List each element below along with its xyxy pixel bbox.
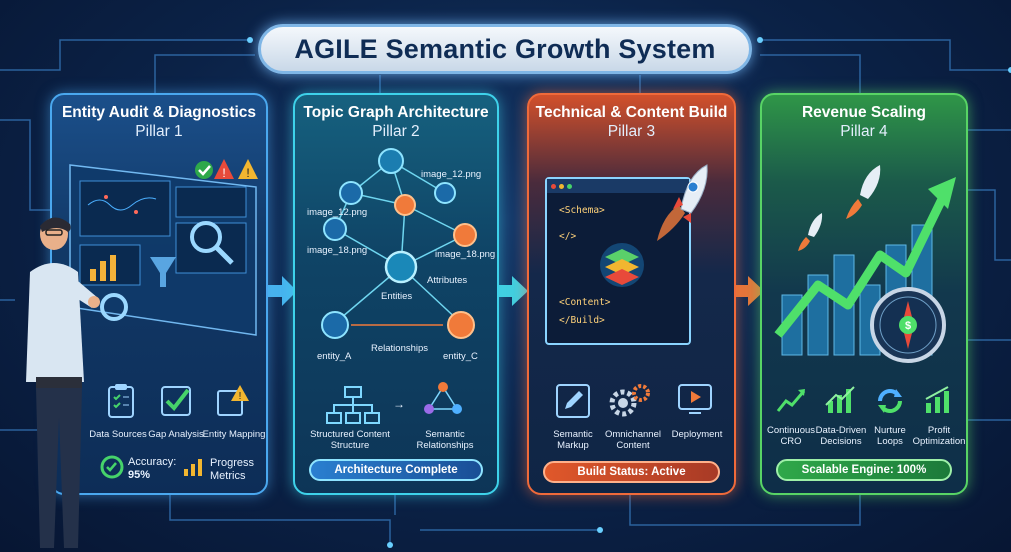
pillar-2-subtitle: Pillar 2 bbox=[372, 123, 420, 140]
graph-entity-a-label: entity_A bbox=[317, 351, 352, 362]
progress-metrics-label: Progress Metrics bbox=[210, 457, 255, 482]
hierarchy-icon bbox=[326, 386, 380, 424]
pillar-1-subtitle: Pillar 1 bbox=[135, 123, 183, 140]
system-title-banner: AGILE Semantic Growth System bbox=[258, 24, 752, 74]
svg-text:$: $ bbox=[905, 320, 911, 332]
pillar-1-header: Entity Audit & Diagnostics Pillar 1 bbox=[52, 103, 266, 141]
trend-icon bbox=[776, 389, 806, 412]
window-dot-icon bbox=[559, 183, 564, 189]
semantic-relationships-label: Semantic Relationships bbox=[416, 429, 474, 451]
svg-text:!: ! bbox=[222, 166, 225, 180]
code-build: </Build> bbox=[559, 315, 605, 326]
architecture-status-bar: Architecture Complete bbox=[309, 459, 483, 481]
pillar-3-subtitle: Pillar 3 bbox=[607, 123, 656, 140]
gears-icon bbox=[609, 384, 650, 417]
pillar-4-header: Revenue Scaling Pillar 4 bbox=[762, 103, 966, 141]
omnichannel-content-label: Omnichannel Content bbox=[605, 429, 661, 451]
pillar-2-header: Topic Graph Architecture Pillar 2 bbox=[295, 103, 497, 141]
topic-graph-diagram bbox=[321, 148, 477, 339]
editor-titlebar bbox=[547, 179, 689, 193]
checkmark-icon bbox=[161, 386, 191, 416]
code-schema: <Schema> bbox=[559, 205, 605, 216]
cycle-icon bbox=[878, 389, 902, 413]
code-tag: </> bbox=[559, 231, 577, 242]
pillar-2-topic-graph: Topic Graph Architecture Pillar 2 image_… bbox=[293, 93, 499, 495]
bar-chart-icon bbox=[825, 386, 855, 413]
accuracy-value: 95% bbox=[128, 469, 151, 481]
flow-arrow: → bbox=[393, 397, 405, 411]
profit-optimization-label: Profit Optimization bbox=[912, 425, 966, 447]
pillar-3-header: Technical & Content Build Pillar 3 bbox=[529, 103, 734, 141]
system-title: AGILE Semantic Growth System bbox=[294, 33, 716, 64]
pillar-4-revenue-scaling: Revenue Scaling Pillar 4 $ Continuous CR… bbox=[760, 93, 968, 495]
graph-node-image-a-label: image_12.png bbox=[421, 169, 482, 180]
accuracy-gauge-icon bbox=[100, 455, 124, 479]
graph-node-image-d-label: image_18.png bbox=[435, 249, 496, 260]
pillar-4-title: Revenue Scaling bbox=[801, 104, 927, 121]
play-icon bbox=[678, 384, 712, 414]
graph-node-image-b-label: image_12.png bbox=[307, 207, 368, 218]
svg-text:!: ! bbox=[239, 391, 242, 402]
entity-mapping-label: Entity Mapping bbox=[202, 429, 266, 440]
data-sources-label: Data Sources bbox=[89, 429, 147, 440]
svg-text:!: ! bbox=[246, 166, 249, 180]
scalable-engine-status-bar: Scalable Engine: 100% bbox=[776, 459, 952, 481]
gap-analysis-label: Gap Analysis bbox=[148, 429, 204, 440]
growth-chart-illustration: $ bbox=[774, 165, 956, 363]
graph-center-entities-label: Entities bbox=[381, 291, 413, 302]
continuous-cro-label: Continuous CRO bbox=[766, 425, 816, 447]
warning-icon: ! bbox=[217, 385, 249, 416]
clipboard-icon bbox=[108, 384, 134, 418]
graph-node-image-c-label: image_18.png bbox=[307, 245, 368, 256]
graph-entity-c-label: entity_C bbox=[443, 351, 478, 362]
pillar-3-title: Technical & Content Build bbox=[535, 104, 728, 121]
profit-icon bbox=[925, 386, 949, 413]
semantic-markup-label: Semantic Markup bbox=[553, 429, 593, 451]
build-status-bar: Build Status: Active bbox=[543, 461, 720, 483]
alert-icons: ! ! bbox=[195, 159, 258, 180]
pillar-2-title: Topic Graph Architecture bbox=[303, 104, 489, 121]
graph-relationships-label: Relationships bbox=[371, 343, 429, 354]
pillar-3-technical-build: Technical & Content Build Pillar 3 <Sche… bbox=[527, 93, 736, 495]
window-dot-icon bbox=[567, 183, 572, 189]
code-content: <Content> bbox=[559, 297, 611, 308]
graph-attributes-label: Attributes bbox=[427, 275, 468, 286]
pillar-4-subtitle: Pillar 4 bbox=[840, 123, 888, 140]
progress-chart-icon bbox=[184, 459, 202, 476]
analyst-person-illustration bbox=[26, 217, 100, 548]
nurture-loops-label: Nurture Loops bbox=[874, 425, 906, 447]
accuracy-label: Accuracy: bbox=[128, 456, 177, 468]
data-driven-decisions-label: Data-Driven Decisions bbox=[815, 425, 867, 447]
layers-icon bbox=[600, 243, 644, 287]
window-dot-icon bbox=[551, 183, 556, 189]
audit-dashboard-screen bbox=[69, 164, 257, 336]
structured-content-label: Structured Content Structure bbox=[310, 429, 390, 451]
semantic-network-icon bbox=[424, 382, 462, 414]
deployment-label: Deployment bbox=[671, 429, 723, 440]
pillar-1-title: Entity Audit & Diagnostics bbox=[61, 104, 257, 121]
rocket-icon bbox=[657, 164, 708, 241]
code-editor-window: <Schema> </> <Content> </Build> bbox=[545, 177, 691, 345]
pencil-icon bbox=[556, 384, 590, 418]
